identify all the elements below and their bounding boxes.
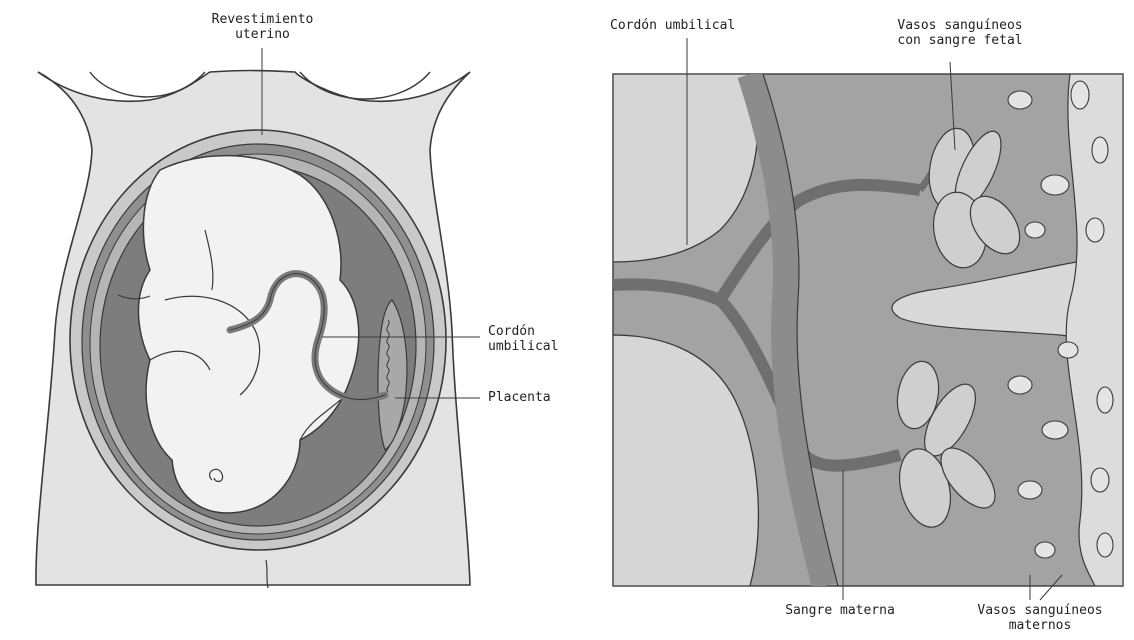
label-maternal-vessels-line2: maternos xyxy=(960,618,1120,633)
label-maternal-vessels: Vasos sanguíneos maternos xyxy=(960,603,1120,633)
label-maternal-blood: Sangre materna xyxy=(770,603,910,618)
placenta-detail-svg xyxy=(600,0,1134,640)
label-uterine-lining: Revestimiento uterino xyxy=(200,12,325,42)
label-placenta: Placenta xyxy=(488,390,551,405)
label-fetal-vessels-line2: con sangre fetal xyxy=(880,33,1040,48)
label-uterine-lining-line2: uterino xyxy=(200,27,325,42)
label-maternal-vessels-line1: Vasos sanguíneos xyxy=(960,603,1120,618)
label-maternal-blood-text: Sangre materna xyxy=(770,603,910,618)
label-umbilical-cord-left: Cordón umbilical xyxy=(488,324,558,354)
label-fetal-vessels: Vasos sanguíneos con sangre fetal xyxy=(880,18,1040,48)
uterus-illustration: Revestimiento uterino Cordón umbilical P… xyxy=(0,0,600,640)
label-umbilical-cord-left-line2: umbilical xyxy=(488,339,558,354)
placenta-detail-illustration: Cordón umbilical Vasos sanguíneos con sa… xyxy=(600,0,1134,640)
label-umbilical-cord-right-text: Cordón umbilical xyxy=(610,18,735,33)
label-umbilical-cord-right: Cordón umbilical xyxy=(610,18,735,33)
label-uterine-lining-line1: Revestimiento xyxy=(200,12,325,27)
label-fetal-vessels-line1: Vasos sanguíneos xyxy=(880,18,1040,33)
label-placenta-text: Placenta xyxy=(488,390,551,405)
uterus-svg xyxy=(0,0,600,640)
label-umbilical-cord-left-line1: Cordón xyxy=(488,324,558,339)
